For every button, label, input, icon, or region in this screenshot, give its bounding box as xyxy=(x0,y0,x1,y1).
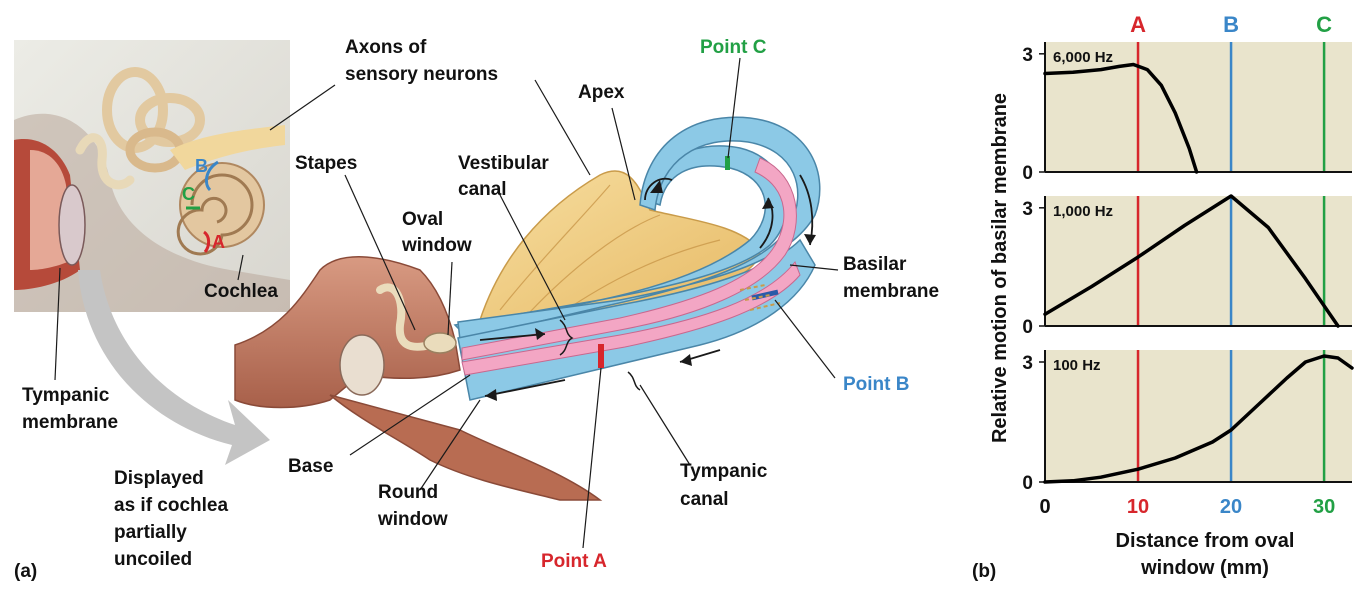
y-axis-label: Relative motion of basilar membrane xyxy=(989,92,1011,444)
label-vestibular-line1: Vestibular xyxy=(458,153,549,174)
y-tick-label-2: 0 xyxy=(1022,317,1033,338)
label-tympanic-canal-line2: canal xyxy=(680,489,729,510)
panel-b-label: (b) xyxy=(972,561,997,582)
y-tick-label-1: 0 xyxy=(1022,163,1033,184)
x-axis-label-line1: Distance from oval xyxy=(1115,530,1295,552)
label-stapes: Stapes xyxy=(295,153,358,174)
inset-marker-c: C xyxy=(182,184,195,204)
uncoil-arrow-icon xyxy=(78,270,270,465)
inset-ear-illustration xyxy=(14,40,290,312)
y-tick-label-1: 3 xyxy=(1022,45,1033,66)
response-curve-1 xyxy=(1043,62,1199,174)
label-point-a: Point A xyxy=(541,551,607,572)
label-point-c: Point C xyxy=(700,37,767,58)
label-basilar-line2: membrane xyxy=(843,281,940,302)
y-tick-label-2: 3 xyxy=(1022,199,1033,220)
label-displayed-line1: Displayed xyxy=(114,468,204,489)
plot-area-3 xyxy=(1045,350,1352,482)
label-base: Base xyxy=(288,456,334,477)
panel-a-label: (a) xyxy=(14,561,38,582)
x-axis-label-line2: window (mm) xyxy=(1141,557,1269,579)
label-tympanic-canal-line1: Tympanic xyxy=(680,461,768,482)
label-oval-line1: Oval xyxy=(402,209,444,230)
label-basilar-line1: Basilar xyxy=(843,254,907,275)
label-point-b: Point B xyxy=(843,374,910,395)
response-curve-3 xyxy=(1043,354,1354,484)
y-tick-label-3: 3 xyxy=(1022,353,1033,374)
frequency-label-1: 6,000 Hz xyxy=(1053,49,1113,66)
response-curve-2 xyxy=(1043,194,1340,328)
label-apex: Apex xyxy=(578,82,625,103)
label-displayed-line3: partially xyxy=(114,522,187,543)
label-vestibular-line2: canal xyxy=(458,179,507,200)
label-round-line2: window xyxy=(378,509,448,530)
inset-marker-b: B xyxy=(195,156,208,176)
label-tympanic-membrane-line1: Tympanic xyxy=(22,385,110,406)
frequency-label-3: 100 Hz xyxy=(1053,357,1101,374)
label-axons-line1: Axons of xyxy=(345,37,427,58)
x-tick-label-0: 0 xyxy=(1039,496,1050,518)
inset-marker-a: A xyxy=(212,232,225,252)
plot-area-1 xyxy=(1045,42,1352,172)
label-axons-line2: sensory neurons xyxy=(345,64,499,85)
marker-header-c: C xyxy=(1316,12,1332,37)
middle-ear-structure xyxy=(234,256,603,501)
x-tick-label-20: 20 xyxy=(1220,496,1242,518)
label-oval-line2: window xyxy=(402,235,472,256)
x-tick-label-10: 10 xyxy=(1127,496,1149,518)
marker-header-a: A xyxy=(1130,12,1146,37)
label-displayed-line2: as if cochlea xyxy=(114,495,229,516)
leader-lines xyxy=(54,57,839,549)
label-cochlea: Cochlea xyxy=(204,281,278,302)
marker-header-b: B xyxy=(1223,12,1239,37)
label-tympanic-membrane-line2: membrane xyxy=(22,412,119,433)
uncoiled-cochlea xyxy=(453,116,821,401)
y-tick-label-3: 0 xyxy=(1022,473,1033,494)
label-round-line1: Round xyxy=(378,482,439,503)
label-displayed-line4: uncoiled xyxy=(114,549,193,570)
x-tick-label-30: 30 xyxy=(1313,496,1335,518)
frequency-label-2: 1,000 Hz xyxy=(1053,203,1113,220)
